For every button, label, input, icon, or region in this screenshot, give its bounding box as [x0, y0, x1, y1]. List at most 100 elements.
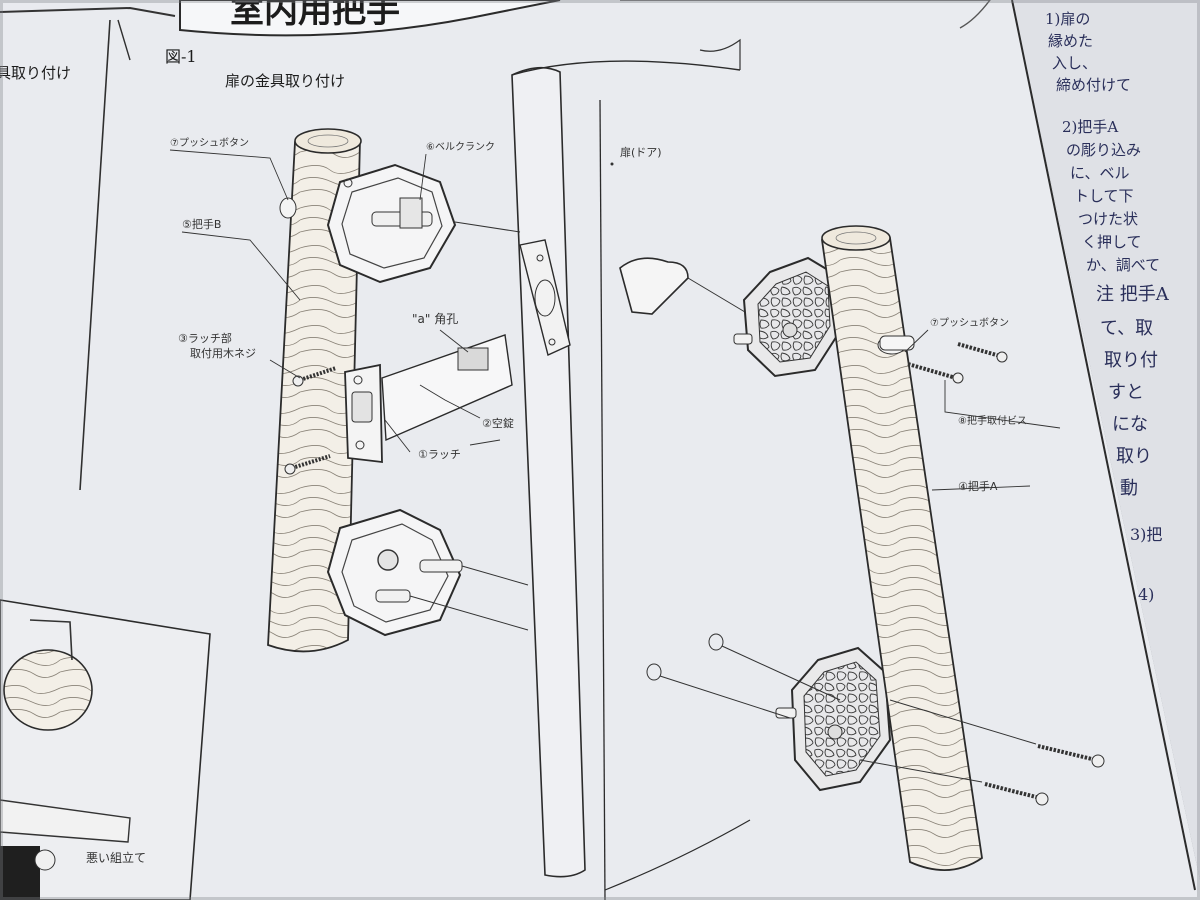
lower-stud-2: [375, 589, 411, 603]
bracket-a-upper-hole: [782, 322, 798, 338]
spindle-guide-line: [687, 277, 756, 319]
inset-dark-part: [0, 846, 40, 900]
label-handle-screw: ⑧把手取付ビス: [958, 414, 1027, 427]
right-text-line: すと: [1108, 382, 1144, 403]
faceplate-hole-top: [353, 375, 363, 385]
label-square-hole: "a" 角孔: [412, 312, 458, 326]
banner-curl: [620, 0, 991, 29]
bracket-a-lower-face: [803, 661, 881, 777]
bracket-a-upper-stud: [733, 333, 753, 345]
left-column-line-2: [117, 19, 131, 61]
leader-handle-a: [931, 485, 1031, 491]
strike-hole-bottom: [548, 338, 556, 346]
handle-screw-4: [984, 782, 1041, 800]
right-text-line: 入し、: [1052, 54, 1097, 72]
leader-latch-screw: [269, 359, 301, 379]
upper-guide-line: [454, 221, 521, 233]
right-sheet: [1012, 0, 1200, 880]
leader-dummy-lock: [419, 384, 481, 419]
door-face-line: [599, 99, 606, 900]
label-handle-b: ⑤把手B: [182, 217, 221, 231]
inset-handle-top: [3, 649, 93, 731]
right-text-line: 1)扉の: [1045, 10, 1090, 28]
leader-push-button-a: [904, 329, 929, 353]
label-bell-crank: ⑥ベルクランク: [426, 141, 495, 153]
wood-screw-1-head: [292, 375, 304, 387]
left-fragment-text: 具取り付け: [0, 64, 71, 82]
lower-guide-line-1: [461, 565, 529, 586]
guide-line-lower-3: [889, 699, 1037, 745]
right-text-column: 1)扉の 縁めた 入し、 締め付けて 2)把手A の彫り込み に、ベル トして下…: [1045, 10, 1170, 604]
right-text-line: か、調べて: [1086, 256, 1160, 274]
right-text-line: に、ベル: [1070, 164, 1130, 182]
leader-push-button-b: [169, 149, 289, 201]
handle-screw-3-head: [1091, 754, 1105, 768]
label-door: 扉(ドア): [620, 146, 662, 159]
door-break-line: [699, 38, 741, 70]
right-text-line: く押して: [1082, 233, 1142, 251]
label-latch-screw-2: 取付用木ネジ: [190, 347, 256, 360]
guide-line-lower-4: [859, 759, 983, 783]
handle-screw-4-head: [1035, 792, 1049, 806]
right-text-line: 注 把手A: [1096, 284, 1170, 305]
guide-hole-1: [708, 633, 724, 651]
right-text-line: にな: [1112, 414, 1148, 435]
right-text-line: 4): [1138, 585, 1154, 604]
leader-bell-crank: [419, 153, 427, 201]
guide-line-lower-2: [659, 675, 791, 719]
handle-screw-1: [957, 342, 1001, 358]
label-latch: ①ラッチ: [418, 448, 461, 461]
left-column-line: [79, 19, 111, 491]
wood-screw-1: [299, 366, 337, 382]
wood-screw-2: [291, 454, 331, 470]
right-text-line: 2)把手A: [1062, 118, 1118, 136]
lower-bracket-inner: [341, 523, 449, 623]
handle-screw-1-head: [996, 351, 1008, 363]
door-label-dot: [610, 162, 614, 166]
right-text-line: て、取: [1100, 318, 1153, 339]
latch-label-underline: [469, 439, 501, 446]
figure-title: 扉の金具取り付け: [225, 72, 345, 90]
header-fragment: 室内用把手: [230, 0, 400, 31]
handle-screw-3: [1037, 744, 1097, 762]
inset-bracket-line: [29, 619, 73, 661]
square-hole-leader: [439, 329, 469, 353]
spindle-knob: [619, 257, 689, 315]
handle-b-top: [294, 128, 362, 154]
strike-hole-top: [536, 254, 544, 262]
lower-stud-1: [419, 559, 463, 573]
right-text-line: つけた状: [1078, 210, 1138, 228]
right-sheet-edge: [1011, 0, 1196, 891]
leader-handle-screw: [944, 380, 1061, 429]
guide-line-lower-1: [721, 645, 841, 701]
inset-knob: [34, 849, 56, 871]
handle-screw-2: [907, 362, 957, 380]
handle-b-top-ring: [307, 134, 349, 148]
label-push-button-b: ⑦プッシュボタン: [170, 137, 249, 149]
right-text-line: の彫り込み: [1066, 141, 1141, 159]
square-hole-a: [457, 347, 489, 371]
lower-bracket: [326, 508, 462, 637]
strike-opening: [534, 279, 556, 317]
label-latch-screw-1: ③ラッチ部: [178, 331, 232, 345]
door-bottom-line: [604, 819, 751, 891]
lower-guide-line-2: [409, 595, 529, 631]
figure-number: 図-1: [165, 47, 197, 66]
door-top-line: [511, 60, 741, 76]
lower-bracket-hole: [377, 549, 399, 571]
leader-handle-b: [181, 231, 301, 301]
label-dummy-lock: ②空錠: [482, 416, 514, 430]
inset-plate: [0, 799, 131, 843]
handle-screw-2-head: [952, 372, 964, 384]
push-button-b: [279, 197, 297, 219]
bracket-a-upper-face: [757, 271, 831, 363]
leader-latch: [384, 419, 411, 453]
strike-plate: [519, 239, 571, 356]
handle-a-top: [821, 225, 891, 251]
bell-crank-body: [399, 197, 423, 229]
latch-bolt: [351, 391, 373, 423]
left-top-border: [0, 6, 176, 17]
title-banner: [179, 0, 561, 37]
right-text-line: 締め付けて: [1056, 76, 1131, 94]
